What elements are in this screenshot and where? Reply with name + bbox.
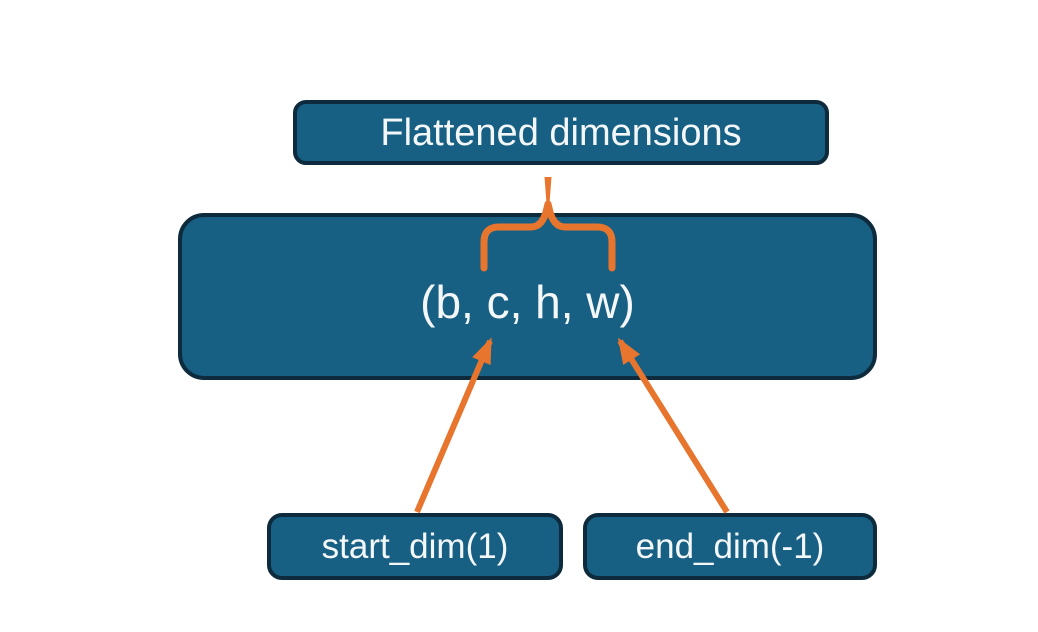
start-dim-box: start_dim(1) (267, 513, 563, 580)
tensor-shape-label: (b, c, h, w) (420, 275, 635, 328)
start-dim-label: start_dim(1) (321, 527, 509, 566)
end-dim-box: end_dim(-1) (583, 513, 877, 580)
end-dim-label: end_dim(-1) (635, 527, 825, 566)
flattened-dimensions-box: Flattened dimensions (293, 100, 829, 165)
flattened-dimensions-label: Flattened dimensions (380, 111, 742, 154)
brace-stem-connector (544, 177, 552, 210)
tensor-shape-box: (b, c, h, w) (178, 213, 877, 380)
